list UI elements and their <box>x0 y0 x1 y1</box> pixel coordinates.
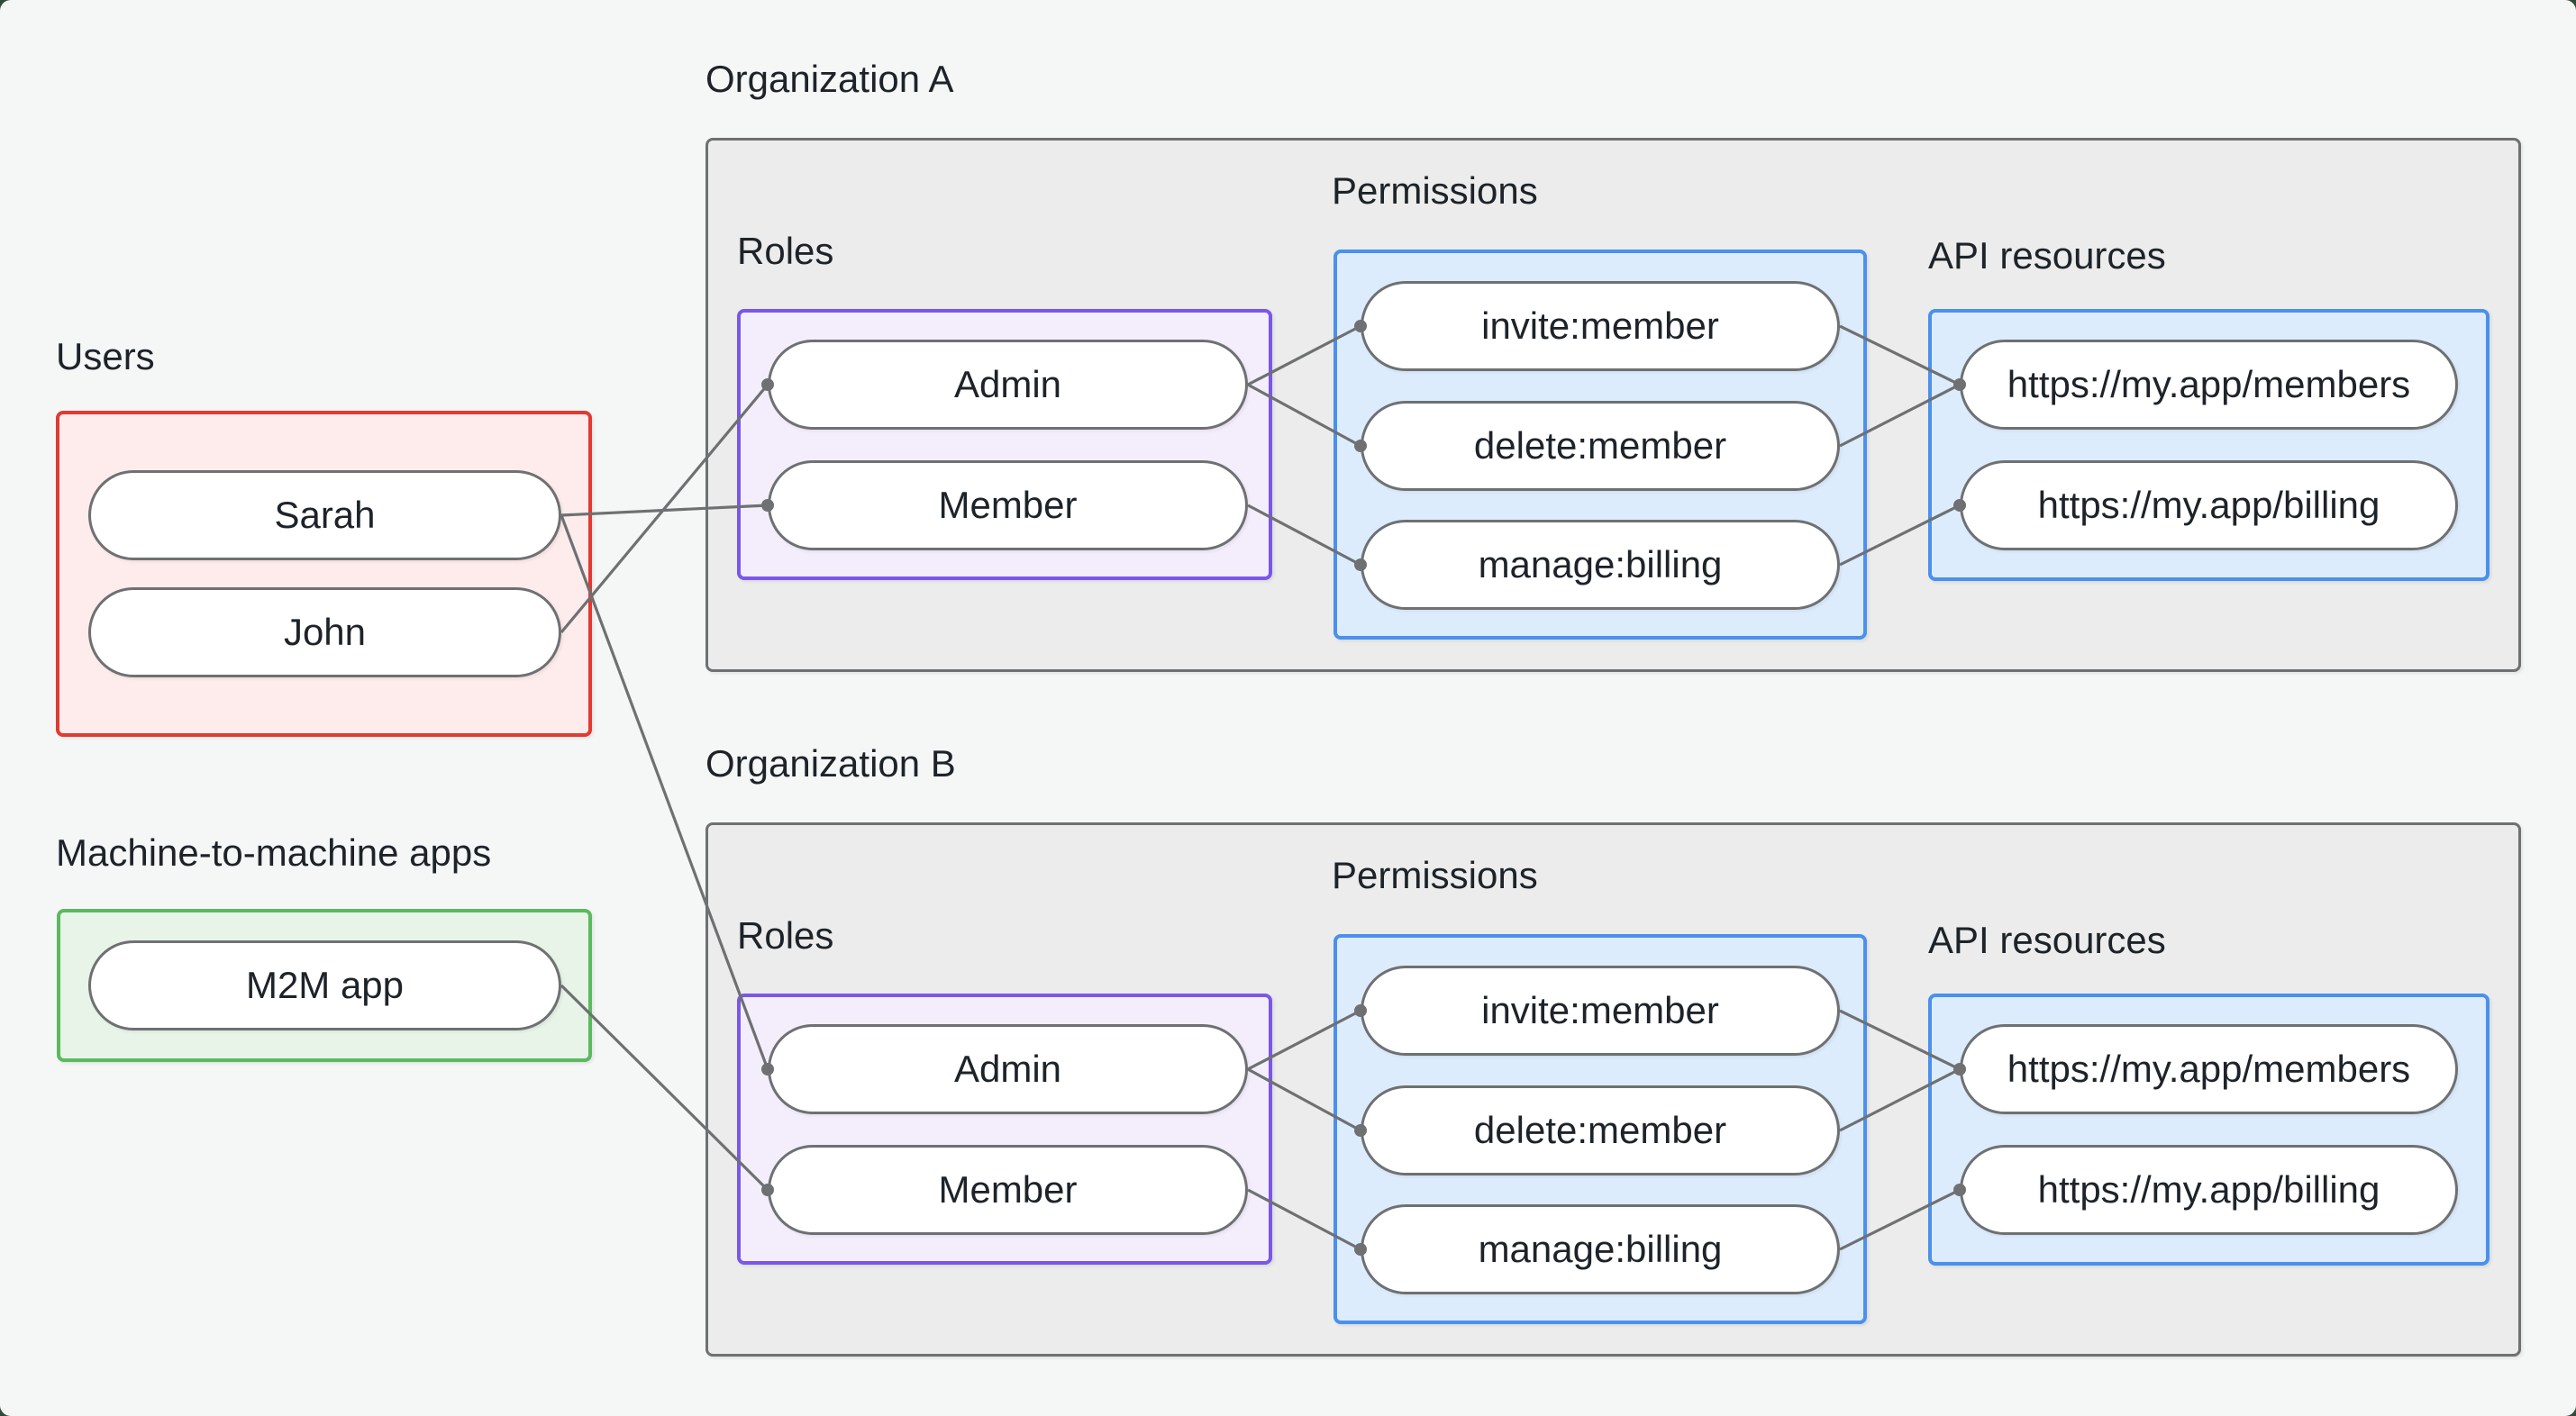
node-org-a-role-admin: Admin <box>768 340 1248 430</box>
org-a-permissions-label: Permissions <box>1332 169 1538 212</box>
org-a-label: Organization A <box>705 58 954 100</box>
node-org-a-api-billing: https://my.app/billing <box>1960 460 2458 550</box>
org-b-permissions-label: Permissions <box>1332 854 1538 896</box>
node-org-b-perm-delete: delete:member <box>1361 1085 1840 1175</box>
node-org-b-role-admin: Admin <box>768 1024 1248 1114</box>
node-org-b-api-billing: https://my.app/billing <box>1960 1145 2458 1235</box>
node-org-b-perm-manage: manage:billing <box>1361 1204 1840 1294</box>
node-org-b-api-members: https://my.app/members <box>1960 1024 2458 1114</box>
node-user-john: John <box>88 587 561 677</box>
node-org-a-perm-manage: manage:billing <box>1361 520 1840 610</box>
org-a-api-resources-label: API resources <box>1928 234 2166 277</box>
node-org-a-role-member: Member <box>768 460 1248 550</box>
org-b-roles-label: Roles <box>737 914 834 957</box>
node-org-b-role-member: Member <box>768 1145 1248 1235</box>
org-b-label: Organization B <box>705 742 956 785</box>
org-b-api-resources-label: API resources <box>1928 919 2166 961</box>
node-org-a-perm-delete: delete:member <box>1361 401 1840 491</box>
users-group-label: Users <box>56 335 155 377</box>
node-org-b-perm-invite: invite:member <box>1361 966 1840 1056</box>
node-m2m-app: M2M app <box>88 940 561 1030</box>
node-user-sarah: Sarah <box>88 470 561 560</box>
m2m-group-label: Machine-to-machine apps <box>56 831 492 874</box>
users-group-box <box>56 411 592 737</box>
org-a-roles-label: Roles <box>737 230 834 272</box>
node-org-a-api-members: https://my.app/members <box>1960 340 2458 430</box>
node-org-a-perm-invite: invite:member <box>1361 281 1840 371</box>
